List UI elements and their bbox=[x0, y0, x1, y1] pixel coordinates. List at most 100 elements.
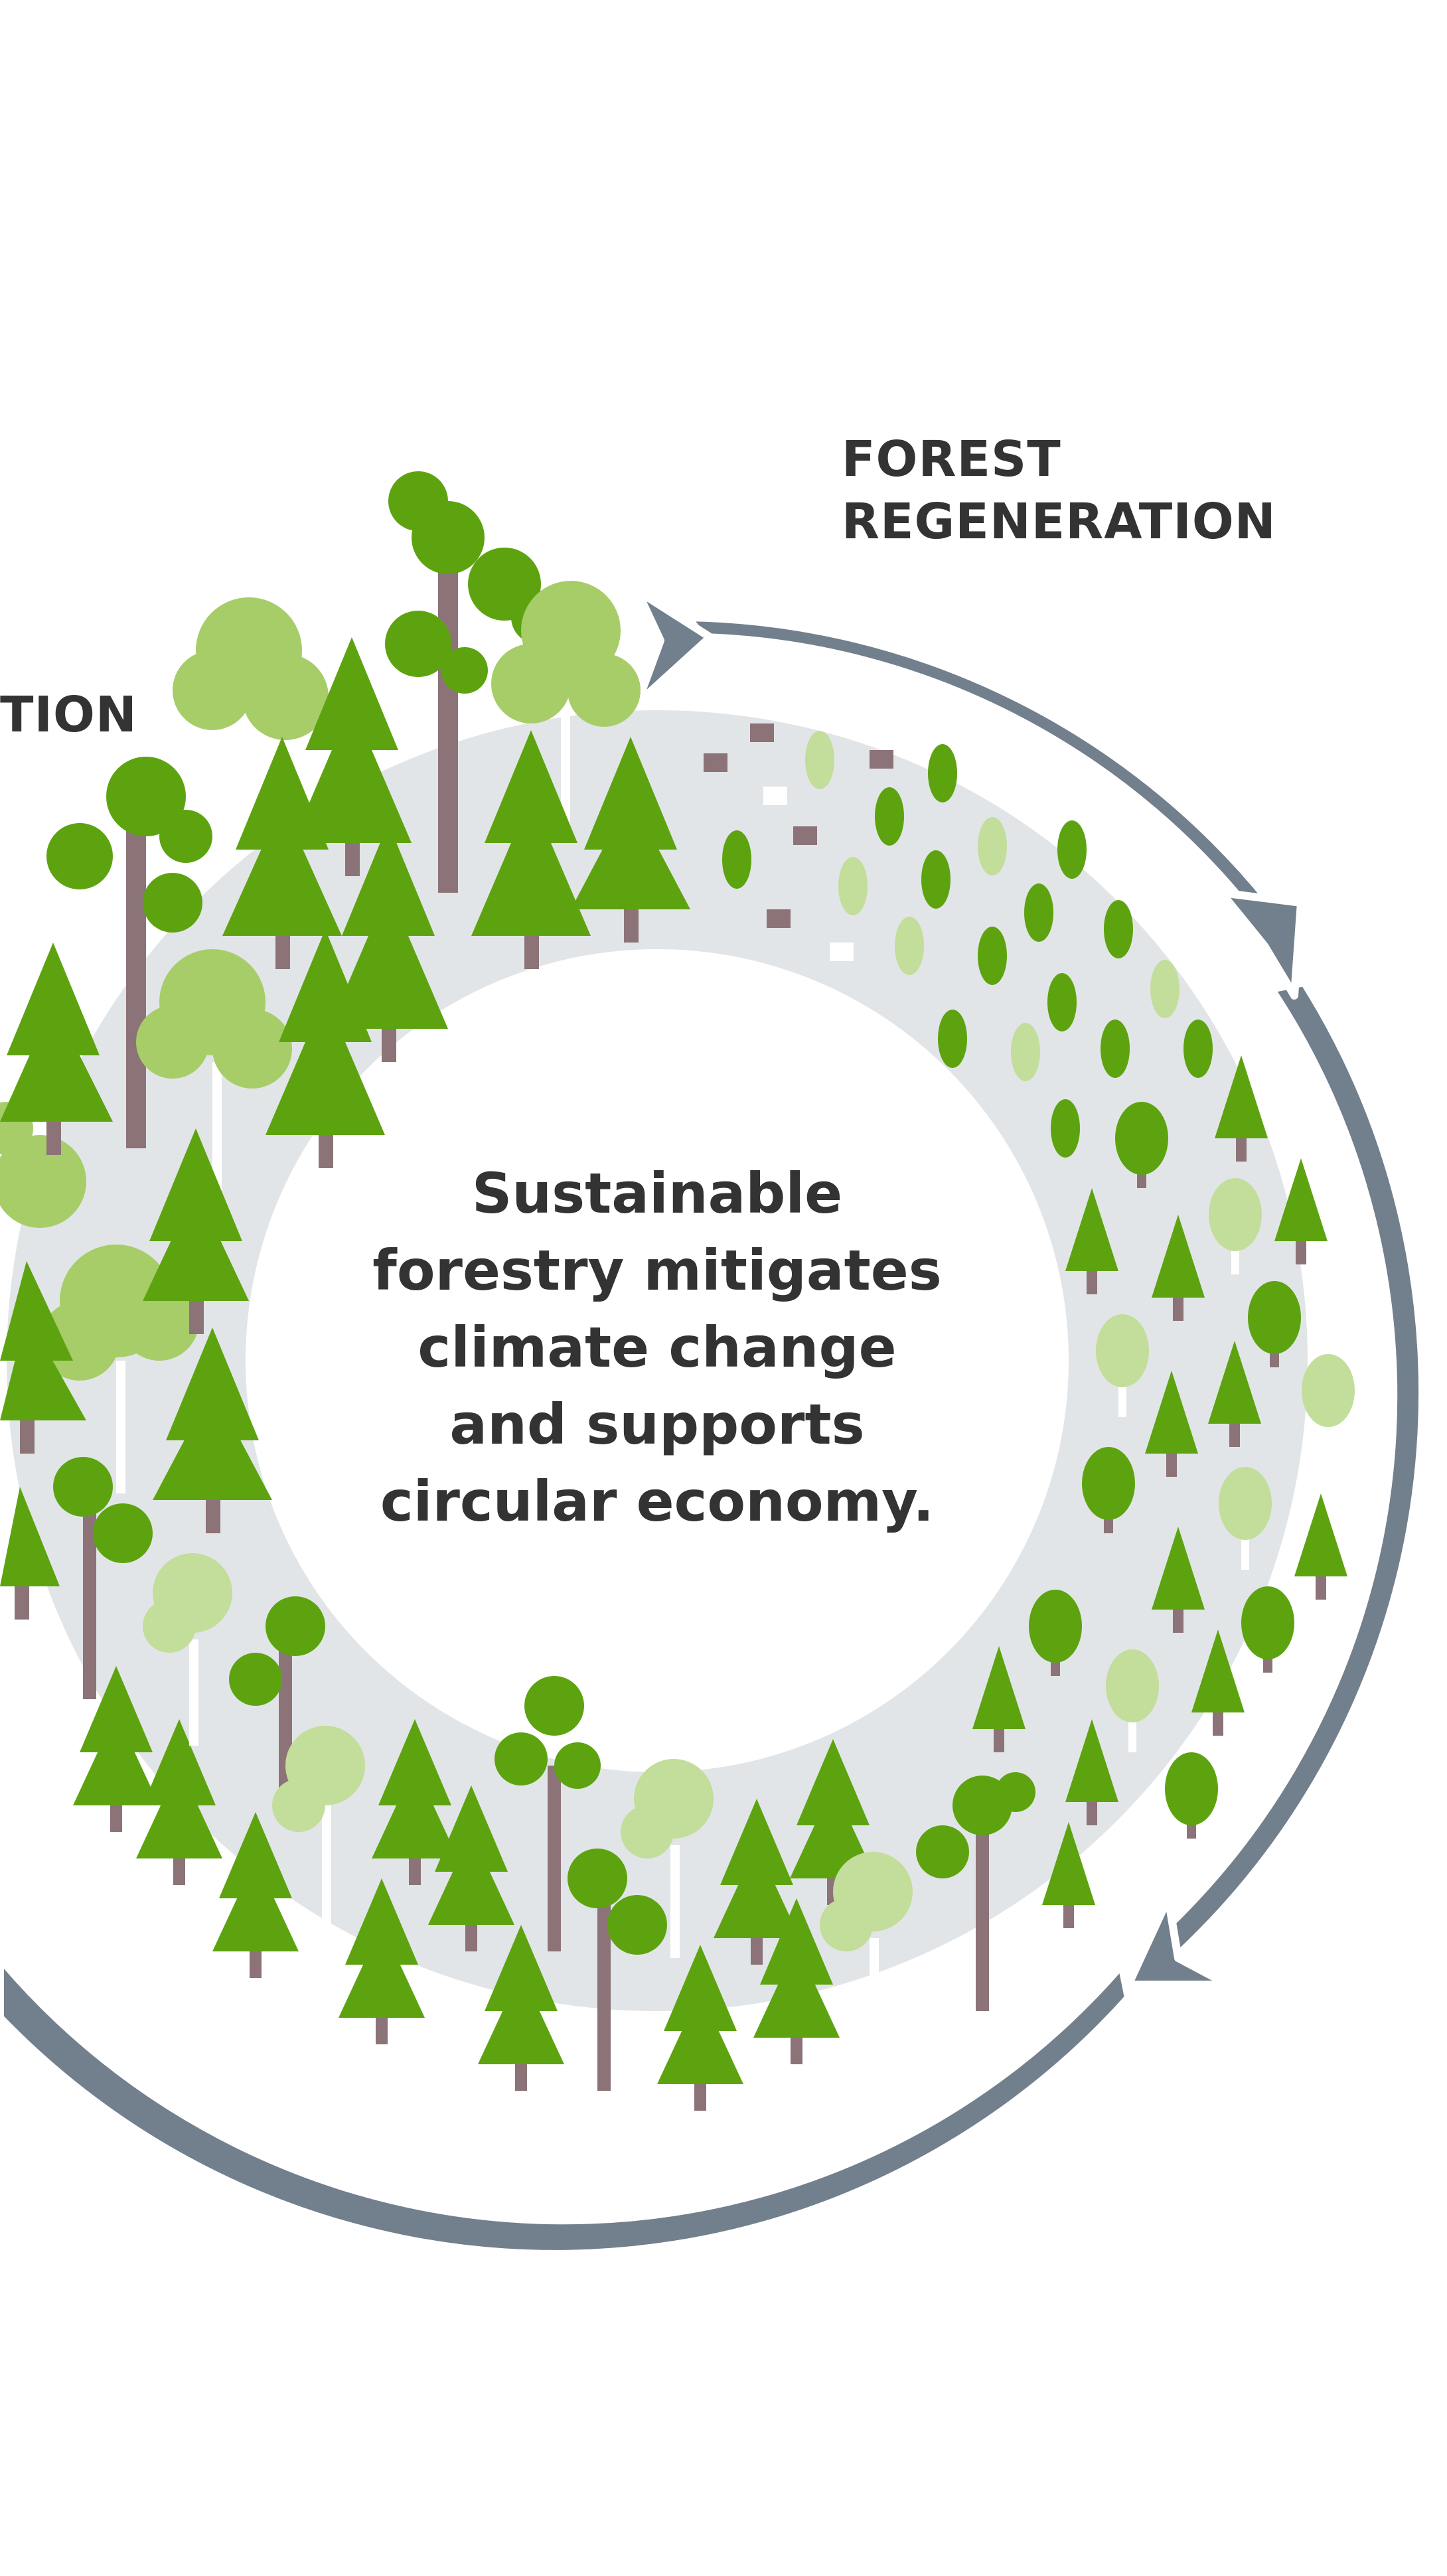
seedling-icon bbox=[722, 830, 751, 889]
stump-icon bbox=[767, 909, 791, 928]
conifer-tree-icon bbox=[1152, 1527, 1205, 1633]
seedling-icon bbox=[875, 787, 904, 846]
conifer-tree-icon bbox=[0, 1487, 60, 1620]
pine-tree-icon bbox=[438, 564, 458, 893]
deciduous-tree-icon bbox=[1241, 1586, 1294, 1673]
seedling-icon bbox=[1101, 1020, 1130, 1078]
conifer-tree-icon bbox=[478, 1925, 564, 2091]
conifer-tree-icon bbox=[143, 1128, 249, 1334]
seedling-icon bbox=[921, 850, 951, 909]
stump-icon bbox=[793, 826, 817, 845]
stump-icon bbox=[750, 723, 774, 742]
seedling-icon bbox=[938, 1010, 967, 1068]
birch-tree-icon bbox=[1106, 1649, 1159, 1752]
stage-label-partial-left: TION bbox=[0, 684, 137, 746]
conifer-tree-icon bbox=[0, 943, 113, 1155]
arrow-head-bottom bbox=[1124, 1894, 1232, 1989]
seedling-icon bbox=[1047, 973, 1077, 1031]
seedling-icon bbox=[1024, 883, 1053, 942]
conifer-tree-icon bbox=[657, 1945, 743, 2111]
conifer-tree-icon bbox=[1145, 1371, 1198, 1477]
cycle-arrow-icon bbox=[0, 1954, 1132, 2258]
conifer-tree-icon bbox=[1191, 1629, 1245, 1736]
seedling-icon bbox=[1150, 960, 1180, 1018]
seedling-icon bbox=[978, 927, 1007, 985]
birch-tree-icon bbox=[621, 1759, 714, 1958]
birch-tree-icon bbox=[1302, 1354, 1355, 1457]
conifer-tree-icon bbox=[471, 730, 591, 969]
center-message: Sustainable forestry mitigates climate c… bbox=[325, 1155, 989, 1540]
clearcut-area bbox=[704, 723, 1213, 1158]
conifer-tree-icon bbox=[753, 1898, 840, 2064]
seedling-icon bbox=[805, 731, 834, 789]
seedling-icon bbox=[838, 857, 868, 915]
conifer-tree-icon bbox=[972, 1646, 1026, 1752]
conifer-tree-icon bbox=[372, 1719, 458, 1885]
conifer-tree-icon bbox=[1208, 1341, 1261, 1447]
birch-tree-icon bbox=[1219, 1467, 1272, 1570]
center-message-line-2: forestry mitigates bbox=[372, 1238, 942, 1303]
seedling-icon bbox=[928, 744, 957, 802]
deciduous-tree-icon bbox=[40, 1245, 199, 1493]
stump-icon bbox=[763, 787, 787, 805]
deciduous-tree-icon bbox=[1165, 1752, 1218, 1839]
stage-label-forest-regeneration: FOREST REGENERATION bbox=[842, 428, 1276, 553]
conifer-tree-icon bbox=[1294, 1493, 1347, 1600]
conifer-tree-icon bbox=[1274, 1158, 1328, 1264]
conifer-tree-icon bbox=[222, 737, 342, 969]
conifer-tree-icon bbox=[714, 1799, 800, 1965]
pine-tree-icon bbox=[495, 1676, 601, 1951]
arrow-head-right bbox=[1217, 889, 1305, 1000]
seedling-icon bbox=[978, 817, 1007, 875]
stage-label-partial-text: TION bbox=[0, 686, 137, 743]
conifer-tree-icon bbox=[212, 1812, 299, 1978]
conifer-tree-icon bbox=[329, 823, 448, 1062]
birch-tree-icon bbox=[1209, 1178, 1262, 1274]
arrow-head-top bbox=[633, 587, 714, 708]
birch-tree-icon bbox=[820, 1852, 913, 2051]
center-message-line-5: circular economy. bbox=[380, 1469, 935, 1534]
center-message-line-4: and supports bbox=[449, 1392, 865, 1457]
conifer-tree-icon bbox=[0, 1261, 86, 1454]
stage-label-line-1: FOREST bbox=[842, 431, 1061, 488]
seedling-icon bbox=[895, 917, 924, 975]
conifer-tree-icon bbox=[339, 1878, 425, 2044]
stump-icon bbox=[704, 753, 727, 772]
cycle-arrows bbox=[0, 587, 1427, 2258]
stage-label-line-2: REGENERATION bbox=[842, 493, 1276, 550]
pine-tree-icon bbox=[126, 816, 146, 1148]
deciduous-tree-icon bbox=[136, 949, 292, 1195]
conifer-tree-icon bbox=[266, 929, 385, 1168]
birch-tree-icon bbox=[1096, 1314, 1149, 1417]
conifer-tree-icon bbox=[1042, 1822, 1095, 1928]
seedling-icon bbox=[1057, 820, 1087, 879]
seedling-icon bbox=[1051, 1099, 1080, 1158]
deciduous-tree-icon bbox=[1115, 1102, 1168, 1188]
conifer-tree-icon bbox=[428, 1785, 514, 1951]
stump-icon bbox=[830, 943, 854, 961]
deciduous-tree-icon bbox=[173, 597, 329, 796]
center-message-line-1: Sustainable bbox=[471, 1161, 843, 1226]
stump-icon bbox=[870, 750, 893, 769]
conifer-tree-icon bbox=[1065, 1188, 1118, 1294]
pine-tree-icon bbox=[568, 1849, 667, 2091]
seedling-icon bbox=[1104, 900, 1133, 958]
conifer-tree-icon bbox=[153, 1327, 272, 1533]
conifer-tree-icon bbox=[1065, 1719, 1118, 1825]
pine-tree-icon bbox=[916, 1772, 1035, 2011]
deciduous-tree-icon bbox=[1248, 1281, 1301, 1367]
conifer-tree-icon bbox=[1215, 1055, 1268, 1162]
center-message-line-3: climate change bbox=[418, 1315, 897, 1380]
deciduous-tree-icon bbox=[1082, 1447, 1135, 1533]
conifer-tree-icon bbox=[571, 737, 690, 943]
conifer-tree-icon bbox=[136, 1719, 222, 1885]
pine-tree-icon bbox=[53, 1457, 153, 1699]
deciduous-tree-icon bbox=[491, 581, 641, 843]
conifer-tree-icon bbox=[292, 637, 412, 876]
young-forest bbox=[972, 1055, 1355, 1928]
seedling-icon bbox=[1183, 1020, 1213, 1078]
conifer-tree-icon bbox=[73, 1666, 159, 1832]
center-circle bbox=[246, 949, 1069, 1772]
